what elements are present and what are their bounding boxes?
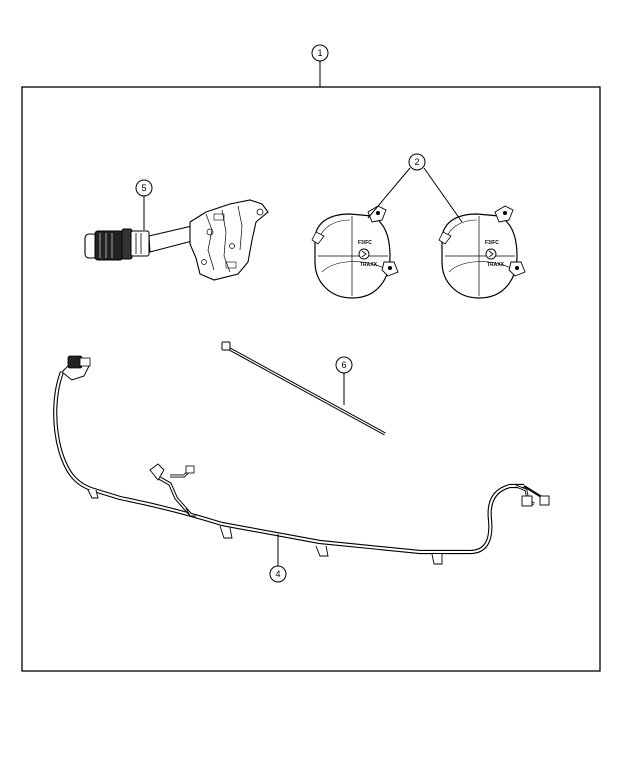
fog-lamp-right: F3/FC TRAXX — [438, 205, 526, 299]
wiring-harness — [53, 355, 550, 565]
cable-tie — [221, 341, 386, 436]
callout-5: 5 — [135, 179, 153, 230]
callout-1-label: 1 — [317, 48, 322, 58]
callout-5-label: 5 — [141, 183, 146, 193]
fog-lamp-left-code: F3/FC — [358, 240, 372, 246]
kit-frame — [21, 86, 601, 672]
callout-4: 4 — [269, 534, 287, 583]
callout-2-label: 2 — [414, 157, 419, 167]
callout-6-label: 6 — [341, 360, 346, 370]
multifunction-switch — [84, 199, 269, 281]
callout-1: 1 — [311, 44, 329, 87]
fog-lamp-right-code: F3/FC — [485, 240, 499, 246]
callout-6: 6 — [335, 356, 353, 405]
callout-2: 2 — [367, 153, 463, 223]
callout-4-label: 4 — [275, 569, 280, 579]
fog-lamp-right-small-text: TRAXX — [487, 262, 505, 268]
fog-lamp-left-small-text: TRAXX — [360, 262, 378, 268]
fog-lamp-left: F3/FC TRAXX — [311, 205, 399, 299]
